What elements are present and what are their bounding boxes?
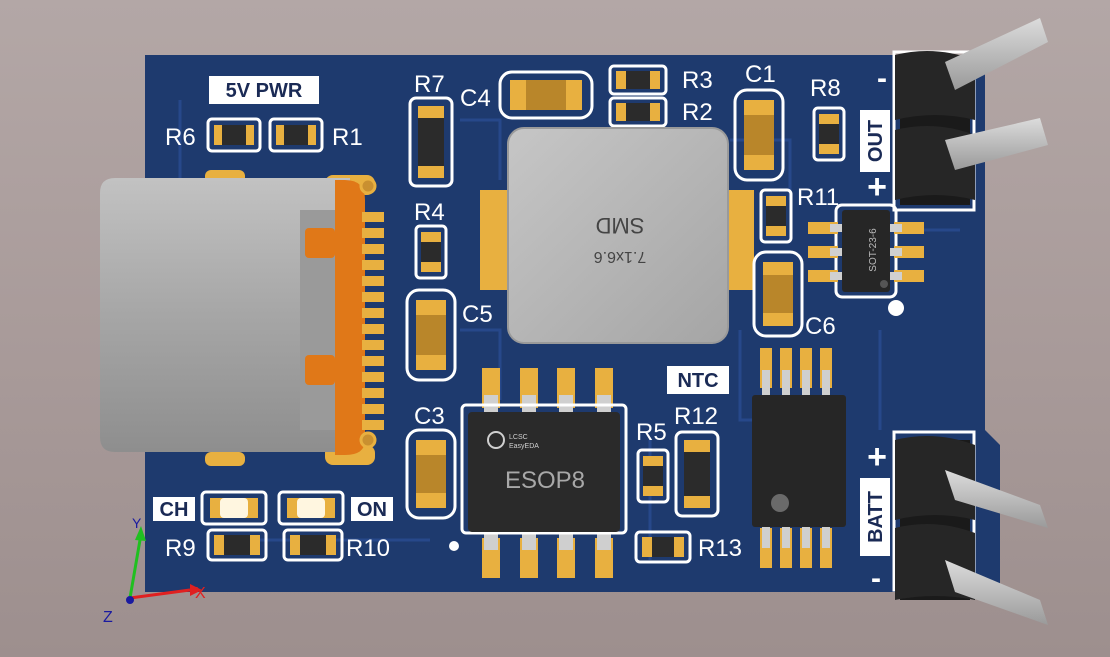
resistor-r1: [268, 117, 324, 153]
out-label: OUT: [865, 120, 887, 162]
ref-r1: R1: [332, 124, 363, 151]
axis-x-label: X: [195, 585, 206, 602]
resistor-r3: [608, 64, 668, 96]
ref-r10: R10: [346, 535, 390, 562]
capacitor-c4: [498, 70, 594, 120]
capacitor-c5: [405, 288, 457, 382]
batt-label-box: [860, 478, 890, 556]
inductor-text-size: 7.1x6.6: [594, 248, 647, 265]
ic-logo-easyeda: EasyEDA: [509, 443, 539, 450]
ref-r4: R4: [414, 199, 445, 226]
on-label-box: [351, 497, 393, 521]
ref-r9: R9: [165, 535, 196, 562]
resistor-r5: [636, 448, 670, 504]
out-plus: +: [867, 168, 887, 206]
resistor-r12: [674, 430, 720, 518]
ref-r5: R5: [636, 419, 667, 446]
resistor-r6: [206, 117, 262, 153]
resistor-r10: [282, 528, 344, 562]
ref-r8: R8: [810, 75, 841, 102]
ref-c3: C3: [414, 403, 445, 430]
inductor-text-smd: SMD: [596, 213, 645, 238]
inductor-smd: [480, 127, 754, 344]
resistor-r2: [608, 96, 668, 128]
resistor-r11: [759, 188, 793, 244]
capacitor-c3: [405, 428, 457, 520]
axis-y-label: Y: [132, 515, 142, 531]
usb-c-connector: [100, 170, 384, 466]
ref-r7: R7: [414, 71, 445, 98]
ic-label: ESOP8: [505, 467, 585, 494]
resistor-r4: [414, 224, 448, 280]
ref-r2: R2: [682, 99, 713, 126]
resistor-r13: [634, 530, 692, 564]
ntc-label: NTC: [677, 370, 718, 392]
esop8-ic: [449, 368, 628, 578]
ref-c1: C1: [745, 61, 776, 88]
pwr-label-box: [209, 76, 319, 104]
ref-c5: C5: [462, 301, 493, 328]
capacitor-c1: [733, 88, 785, 182]
capacitor-c6: [752, 250, 804, 338]
resistor-r9: [206, 528, 268, 562]
ref-r12: R12: [674, 403, 718, 430]
batt-minus: -: [871, 562, 881, 595]
ref-r13: R13: [698, 535, 742, 562]
out-label-box: [860, 110, 890, 172]
out-minus: -: [877, 62, 887, 95]
ntc-label-box: [667, 366, 729, 394]
sot23-ic: [808, 203, 924, 316]
resistor-r7: [408, 96, 454, 188]
led-ch: [200, 490, 268, 526]
ref-r3: R3: [682, 67, 713, 94]
ref-c4: C4: [460, 85, 491, 112]
ref-c6: C6: [805, 313, 836, 340]
axes-gizmo[interactable]: [126, 526, 202, 604]
resistor-r8: [812, 106, 846, 162]
led-on: [277, 490, 345, 526]
batt-pin-header: [892, 430, 1048, 625]
ch-label-box: [153, 497, 195, 521]
pwr-label: 5V PWR: [226, 80, 303, 102]
ch-label: CH: [160, 499, 189, 521]
ic-logo-lcsc: LCSC: [509, 434, 528, 441]
on-label: ON: [357, 499, 387, 521]
batt-label: BATT: [865, 491, 887, 543]
axis-z-label: Z: [103, 609, 113, 626]
batt-plus: +: [867, 438, 887, 476]
sot-label: SOT-23-6: [868, 228, 879, 272]
out-pin-header: [892, 18, 1048, 212]
ref-r11: R11: [797, 184, 839, 211]
sop8-ic: [752, 348, 846, 568]
ref-r6: R6: [165, 124, 196, 151]
